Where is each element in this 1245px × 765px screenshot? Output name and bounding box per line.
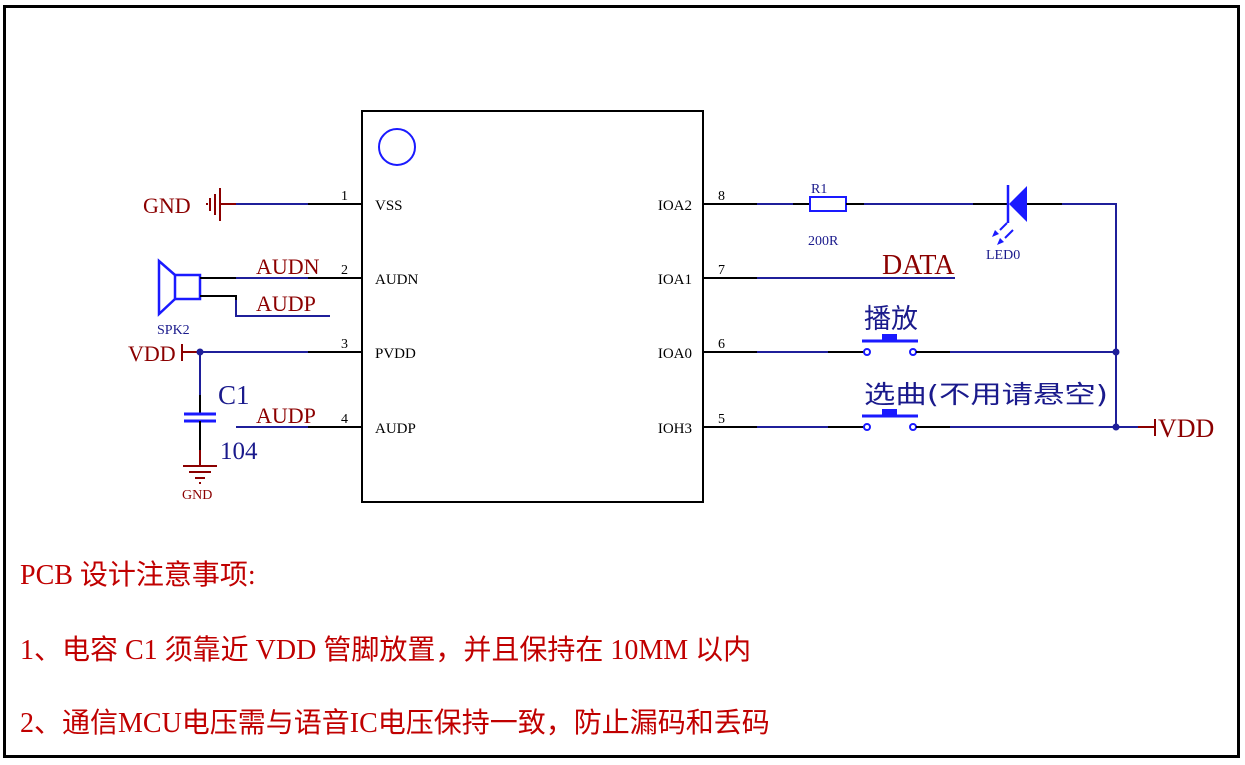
ic-pin-name: AUDP	[375, 421, 416, 437]
resistor-icon	[809, 196, 847, 212]
led-ref: LED0	[986, 248, 1020, 263]
pin-number: 4	[341, 412, 348, 427]
net-label-gnd-bottom: GND	[182, 488, 212, 503]
ic-pin-name: IOH3	[658, 421, 692, 437]
ic-body	[361, 110, 704, 503]
pin-number: 5	[718, 412, 725, 427]
resistor-ref: R1	[811, 182, 827, 197]
switch-play-icon	[862, 334, 918, 356]
ic-pin-name: IOA1	[658, 272, 692, 288]
switch-select-icon	[862, 409, 918, 431]
capacitor-ref: C1	[218, 380, 250, 410]
speaker-icon	[157, 258, 202, 317]
pin-number: 7	[718, 263, 725, 278]
ic-pin-name: IOA0	[658, 346, 692, 362]
pin1-marker-icon	[378, 128, 416, 166]
vdd-port-right-icon	[1138, 419, 1156, 436]
switch-play-label: 播放	[864, 304, 918, 335]
ic-pin-leads-right	[703, 203, 757, 428]
led-icon	[992, 185, 1027, 245]
capacitor-icon	[184, 395, 216, 466]
resistor-value: 200R	[808, 234, 839, 249]
ic-pin-name: VSS	[375, 198, 403, 214]
capacitor-value: 104	[220, 438, 258, 465]
note-item: 2、通信MCU电压需与语音IC电压保持一致，防止漏码和丢码	[20, 708, 770, 739]
net-label-vdd-left: VDD	[128, 341, 176, 366]
gnd-symbol-top-icon	[206, 188, 236, 221]
schematic-frame	[3, 5, 1240, 758]
net-label-audn: AUDN	[256, 254, 320, 279]
notes-title: PCB 设计注意事项:	[20, 560, 256, 591]
net-label-audp-speaker: AUDP	[256, 291, 316, 316]
pin-number: 6	[718, 337, 725, 352]
speaker-ref: SPK2	[157, 323, 190, 338]
wire	[235, 300, 330, 317]
note-item: 1、电容 C1 须靠近 VDD 管脚放置，并且保持在 10MM 以内	[20, 635, 752, 666]
pin-number: 2	[341, 263, 348, 278]
net-label-audp: AUDP	[256, 403, 316, 428]
pin-number: 1	[341, 189, 348, 204]
junction-dot	[1112, 348, 1120, 356]
net-label-data: DATA	[882, 250, 955, 281]
ic-pin-leads-left	[308, 203, 362, 428]
net-label-gnd: GND	[143, 193, 191, 218]
gnd-symbol-bottom-icon	[183, 465, 217, 484]
junction-dot	[1112, 423, 1120, 431]
vdd-port-icon	[181, 344, 198, 361]
ic-pin-name: IOA2	[658, 198, 692, 214]
ic-pin-name: AUDN	[375, 272, 418, 288]
pin-number: 3	[341, 337, 348, 352]
ic-pin-name: PVDD	[375, 346, 416, 362]
switch-select-label: 选曲(不用请悬空)	[864, 380, 1108, 409]
net-label-vdd-right: VDD	[1158, 414, 1214, 443]
pin-number: 8	[718, 189, 725, 204]
